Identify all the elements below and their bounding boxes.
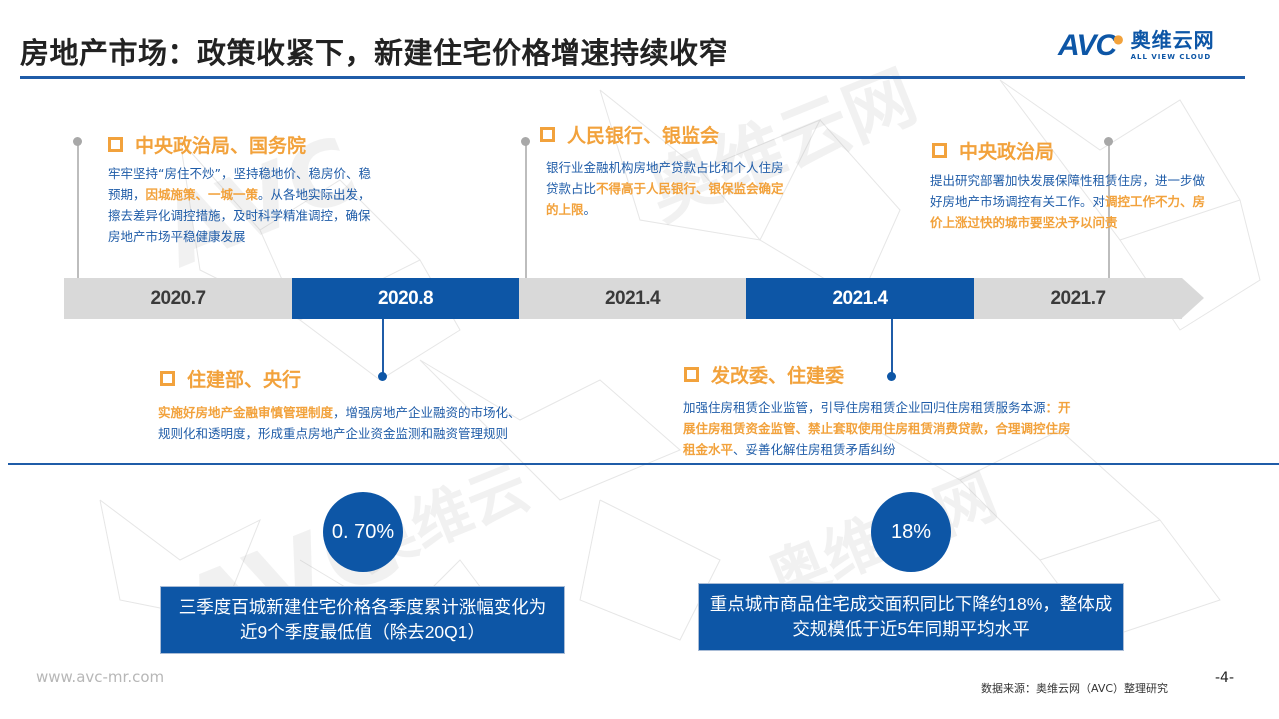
stat-circle-transaction-area: 18% bbox=[871, 492, 951, 572]
connector-dot-2020-7 bbox=[73, 137, 82, 146]
page-number: -4- bbox=[1215, 670, 1235, 686]
timeline-segment-2020-8: 2020.8 bbox=[292, 278, 519, 319]
event-title-2020-7: 中央政治局、国务院 bbox=[108, 131, 306, 158]
bullet-square-icon bbox=[540, 127, 555, 142]
connector-line-2021-4-b bbox=[891, 318, 893, 376]
title-underline bbox=[20, 76, 1245, 79]
footer-website-link[interactable]: www.avc-mr.com bbox=[36, 668, 165, 686]
connector-dot-2021-7 bbox=[1104, 137, 1113, 146]
connector-dot-2021-4-a bbox=[521, 137, 530, 146]
event-body-2021-4-ndrc: 加强住房租赁企业监管，引导住房租赁企业回归住房租赁服务本源：开展住房租赁资金监管… bbox=[683, 400, 1071, 457]
stat-circle-price-growth: 0. 70% bbox=[323, 492, 403, 572]
connector-line-2021-4-a bbox=[525, 140, 527, 280]
event-title-2020-8: 住建部、央行 bbox=[160, 365, 301, 392]
connector-dot-2020-8 bbox=[378, 372, 387, 381]
connector-line-2020-7 bbox=[77, 140, 79, 280]
event-body-2021-4-pboc: 银行业金融机构房地产贷款占比和个人住房贷款占比不得高于人民银行、银保监会确定的上… bbox=[546, 160, 784, 217]
timeline-segment-2021-7: 2021.7 bbox=[974, 278, 1182, 319]
event-body-2020-7: 牢牢坚持“房住不炒”，坚持稳地价、稳房价、稳预期，因城施策、一城一策。从各地实际… bbox=[108, 166, 371, 244]
logo-mark: AVC bbox=[1058, 29, 1117, 62]
page-title: 房地产市场：政策收紧下，新建住宅价格增速持续收窄 bbox=[20, 36, 729, 70]
stat-box-transaction-area: 重点城市商品住宅成交面积同比下降约18%，整体成交规模低于近5年同期平均水平 bbox=[698, 583, 1124, 651]
event-title-2021-7: 中央政治局 bbox=[932, 137, 1054, 164]
timeline-arrow-icon bbox=[1182, 278, 1204, 318]
avc-logo: AVC ● 奥维云网 ALL VIEW CLOUD bbox=[1058, 28, 1215, 64]
connector-line-2020-8 bbox=[382, 318, 384, 376]
event-body-2021-7: 提出研究部署加快发展保障性租赁住房，进一步做好房地产市场调控有关工作。对调控工作… bbox=[930, 173, 1206, 230]
stat-box-price-growth: 三季度百城新建住宅价格各季度累计涨幅变化为近9个季度最低值（除去20Q1） bbox=[160, 586, 565, 654]
connector-line-2021-7 bbox=[1108, 140, 1110, 280]
bullet-square-icon bbox=[160, 371, 175, 386]
event-title-2021-4-ndrc: 发改委、住建委 bbox=[684, 361, 844, 388]
bullet-square-icon bbox=[108, 137, 123, 152]
event-body-2020-8: 实施好房地产金融审慎管理制度，增强房地产企业融资的市场化、规则化和透明度，形成重… bbox=[158, 405, 521, 441]
footer-data-source: 数据来源：奥维云网（AVC）整理研究 bbox=[981, 682, 1169, 695]
timeline-segment-2021-4-b: 2021.4 bbox=[746, 278, 974, 319]
timeline-segment-2020-7: 2020.7 bbox=[64, 278, 292, 319]
logo-dot-icon: ● bbox=[1113, 32, 1124, 46]
bullet-square-icon bbox=[932, 143, 947, 158]
timeline-bar: 2020.7 2020.8 2021.4 2021.4 2021.7 bbox=[64, 278, 1204, 319]
section-divider bbox=[8, 463, 1279, 465]
bullet-square-icon bbox=[684, 367, 699, 382]
logo-cn-name: 奥维云网 bbox=[1130, 28, 1215, 52]
connector-dot-2021-4-b bbox=[887, 372, 896, 381]
timeline-segment-2021-4-a: 2021.4 bbox=[519, 278, 746, 319]
logo-en-name: ALL VIEW CLOUD bbox=[1130, 53, 1212, 61]
event-title-2021-4-pboc: 人民银行、银监会 bbox=[540, 121, 719, 148]
